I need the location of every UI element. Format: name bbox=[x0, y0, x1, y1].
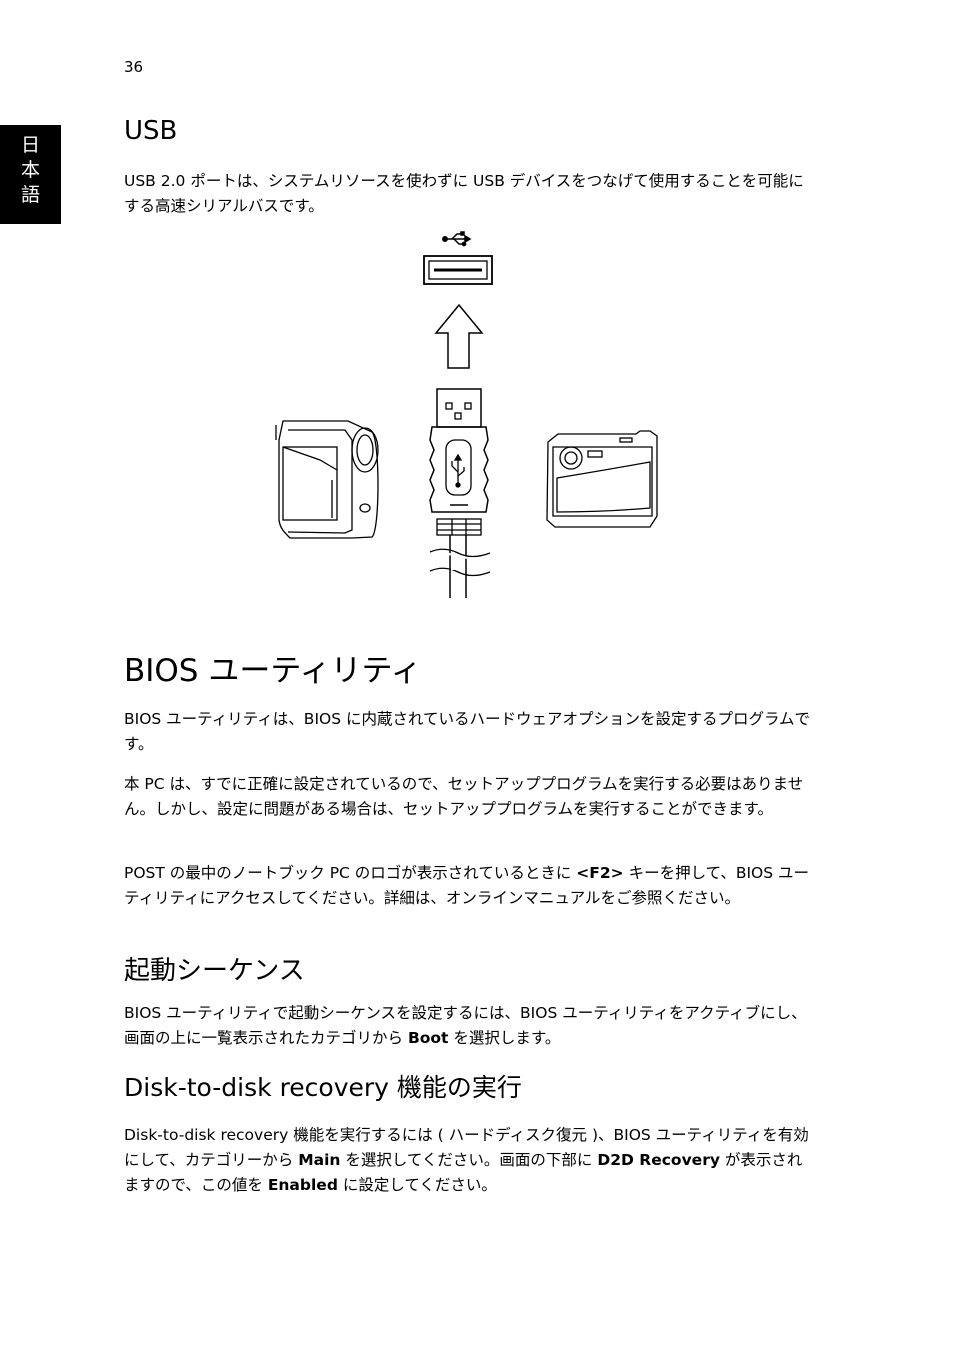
d2d-recovery-heading: Disk-to-disk recovery 機能の実行 bbox=[124, 1073, 522, 1102]
boot-sequence-heading: 起動シーケンス bbox=[124, 956, 305, 986]
bios-paragraph-3: POST の最中のノートブック PC のロゴが表示されているときに <F2> キ… bbox=[124, 864, 809, 907]
boot-label: Boot bbox=[407, 1029, 449, 1047]
page-number: 36 bbox=[124, 58, 144, 76]
usb-paragraph: USB 2.0 ポートは、システムリソースを使わずに USB デバイスをつなげて… bbox=[124, 172, 804, 215]
enabled-label: Enabled bbox=[267, 1176, 338, 1194]
usb-plug-icon bbox=[429, 388, 491, 598]
bios-paragraph-2: 本 PC は、すでに正確に設定されているので、セットアッププログラムを実行する必… bbox=[124, 775, 804, 818]
d2d-recovery-paragraph: Disk-to-disk recovery 機能を実行するには ( ハードディス… bbox=[124, 1126, 809, 1194]
f2-key-label: <F2> bbox=[576, 864, 624, 882]
usb-heading: USB bbox=[124, 116, 178, 146]
boot-sequence-paragraph: BIOS ユーティリティで起動シーケンスを設定するには、BIOS ユーティリティ… bbox=[124, 1004, 807, 1047]
language-tab-char: 語 bbox=[20, 184, 40, 206]
digital-camera-icon bbox=[546, 430, 658, 528]
usb-port-icon bbox=[423, 255, 493, 285]
main-label: Main bbox=[298, 1151, 341, 1169]
usb-connection-illustration bbox=[275, 231, 658, 598]
camcorder-icon bbox=[275, 420, 379, 539]
d2d-recovery-label: D2D Recovery bbox=[597, 1151, 720, 1169]
language-tab-char: 日 bbox=[20, 134, 40, 156]
bios-heading: BIOS ユーティリティ bbox=[124, 653, 422, 689]
arrow-up-icon bbox=[434, 303, 484, 369]
usb-symbol-icon bbox=[442, 231, 472, 247]
language-tab-char: 本 bbox=[20, 159, 40, 181]
language-tab: 日 本 語 bbox=[0, 125, 61, 224]
bios-paragraph-1: BIOS ユーティリティは、BIOS に内蔵されているハードウェアオプションを設… bbox=[124, 710, 811, 753]
